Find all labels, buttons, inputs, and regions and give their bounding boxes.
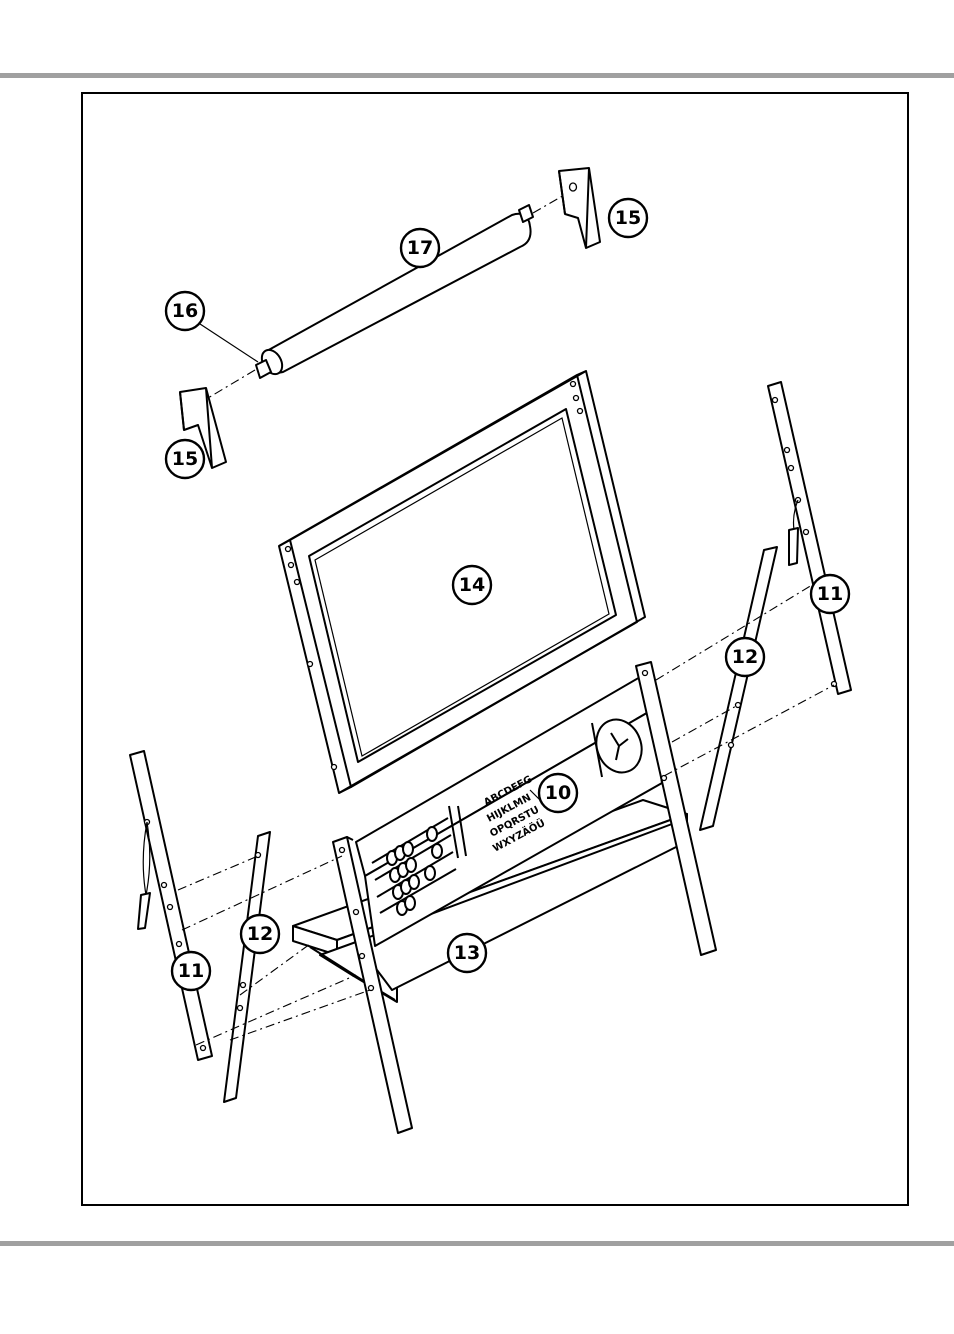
svg-text:12: 12 [247,923,273,945]
callout-14: 14 [451,564,493,606]
svg-text:11: 11 [178,960,204,982]
end-cap-top [558,167,601,249]
svg-text:14: 14 [459,574,485,596]
outer-leg-left [129,750,213,1061]
svg-text:12: 12 [732,646,758,668]
svg-text:15: 15 [172,448,198,470]
bottom-divider [0,1241,954,1246]
callout-12-left: 12 [239,913,281,955]
callout-10: 10 [529,772,579,814]
svg-text:10: 10 [545,782,571,804]
callout-13: 13 [446,932,488,974]
frame-front-leg-left [332,836,413,1134]
top-divider [0,73,954,78]
callout-17: 17 [399,227,441,269]
callout-16: 16 [164,290,259,363]
end-cap-bottom [179,387,227,469]
callout-12-right: 12 [724,636,766,678]
front-panel: ABCDEFG HIJKLMN OPQRSTU WXYZÄÖÜ [355,672,663,947]
frame-front-leg-right [635,661,717,956]
side-leg-right [699,546,778,831]
callout-11-right: 11 [809,573,851,615]
assembly-lines [177,584,835,1046]
side-leg-left [223,831,271,1103]
svg-text:16: 16 [172,300,198,322]
svg-text:11: 11 [817,583,843,605]
callout-15-top: 15 [607,197,649,239]
diagram-frame [81,92,909,1206]
axle-line-right [532,193,567,214]
callout-15-bottom: 15 [164,438,206,480]
svg-text:13: 13 [454,942,480,964]
abacus [371,817,457,916]
svg-text:17: 17 [407,237,433,259]
svg-text:15: 15 [615,207,641,229]
paper-roller [255,204,534,379]
callout-11-left: 11 [170,950,212,992]
axle-line-left [207,369,256,399]
outer-leg-right [767,381,852,695]
